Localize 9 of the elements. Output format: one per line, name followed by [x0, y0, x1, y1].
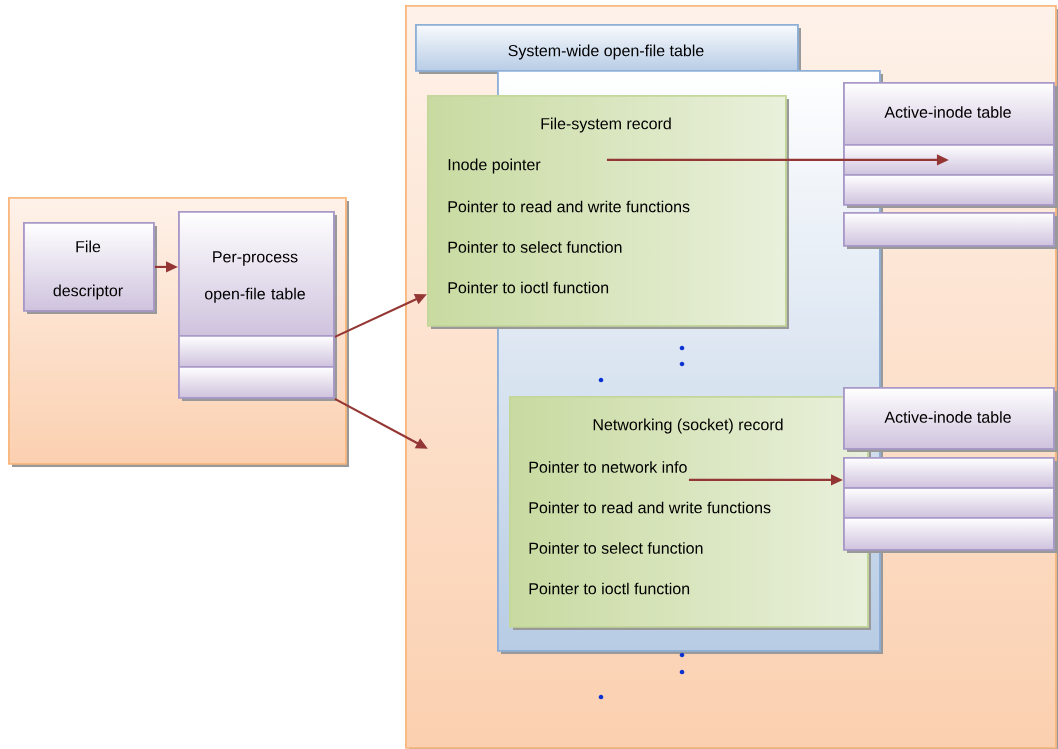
table-row — [843, 212, 1057, 249]
table-row — [843, 174, 1057, 208]
record-box: Networking (socket) record Pointer to network info Pointer to read and write functions Pointer to select function Pointer to ioctl function — [509, 396, 871, 630]
record-box: File-system record Inode pointer Pointer to read and write functions Pointer to select function Pointer to ioctl function — [427, 95, 789, 329]
table-row — [178, 366, 337, 401]
table-header: System-wide open-file table — [415, 24, 801, 74]
table-row — [843, 517, 1057, 553]
table-header: Active-inode table — [843, 387, 1057, 452]
descriptor-box: File descriptor — [23, 222, 157, 314]
